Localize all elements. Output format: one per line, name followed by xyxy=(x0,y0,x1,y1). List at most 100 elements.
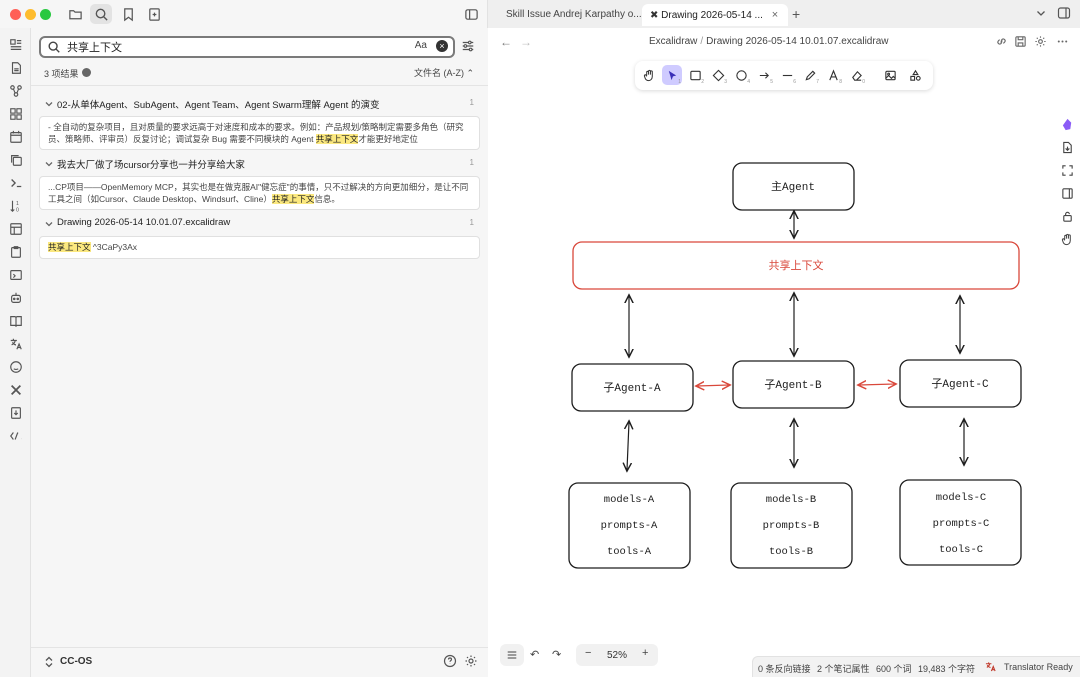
peer-arrow[interactable] xyxy=(859,384,895,385)
new-note-icon[interactable] xyxy=(143,4,165,24)
book-icon[interactable] xyxy=(7,312,24,329)
close-window-button[interactable] xyxy=(10,9,21,20)
translator-icon[interactable] xyxy=(985,661,996,672)
result-header[interactable]: 我去大厂做了场cursor分享也一并分享给大家 1 xyxy=(31,154,488,174)
sub-agent-a-box[interactable] xyxy=(571,363,694,412)
more-tools-icon[interactable] xyxy=(905,65,925,85)
shared-context-label: 共享上下文 xyxy=(769,258,824,272)
search-input[interactable] xyxy=(67,39,387,55)
chevron-updown-icon[interactable] xyxy=(43,656,55,668)
sub-agent-b-box[interactable] xyxy=(732,360,855,409)
search-icon[interactable] xyxy=(90,4,112,24)
zoom-in-button[interactable]: + xyxy=(642,647,649,659)
translate-icon[interactable] xyxy=(7,335,24,352)
zoom-out-button[interactable]: − xyxy=(585,647,592,659)
result-header[interactable]: 02-从单体Agent、SubAgent、Agent Team、Agent Sw… xyxy=(31,94,488,114)
result-snippet[interactable]: 共享上下文 ^3CaPy3Ax xyxy=(39,236,480,259)
line-tool-icon[interactable]: 6 xyxy=(777,65,797,85)
resources-b-box[interactable] xyxy=(730,482,853,569)
gear-icon[interactable] xyxy=(464,654,478,668)
excalidraw-icon[interactable] xyxy=(7,381,24,398)
graph-icon[interactable] xyxy=(7,82,24,99)
back-arrow-icon[interactable]: ← xyxy=(500,35,512,49)
selection-tool-icon[interactable]: 1 xyxy=(662,65,682,85)
panel-icon[interactable] xyxy=(1061,187,1074,200)
download-doc-icon[interactable] xyxy=(7,404,24,421)
result-snippet[interactable]: - 全自动的复杂项目，且对质量的要求远高于对速度和成本的要求。例如：产品规划/策… xyxy=(39,116,480,150)
undo-icon[interactable]: ↶ xyxy=(530,649,540,661)
code-percent-icon[interactable] xyxy=(7,427,24,444)
resources-a-box[interactable] xyxy=(568,482,691,569)
clipboard-icon[interactable] xyxy=(7,243,24,260)
menu-button[interactable] xyxy=(500,644,524,666)
tab-drawing[interactable]: ✖ Drawing 2026-05-14 ... × xyxy=(642,4,788,26)
bookmark-icon[interactable] xyxy=(117,4,139,24)
chevron-down-icon xyxy=(44,158,54,168)
collapse-all-icon[interactable] xyxy=(82,68,91,77)
sidebar-toggle-icon[interactable] xyxy=(460,4,482,24)
export-doc-icon[interactable] xyxy=(1061,141,1074,154)
tab-skill-issue[interactable]: Skill Issue Andrej Karpathy o... xyxy=(498,4,650,26)
peer-arrow[interactable] xyxy=(697,385,729,386)
match-case-toggle[interactable]: Aa xyxy=(414,40,427,51)
rectangle-tool-icon[interactable]: 2 xyxy=(685,65,705,85)
search-settings-icon[interactable] xyxy=(461,39,477,55)
close-tab-icon[interactable]: × xyxy=(771,9,779,21)
canvas-icon[interactable] xyxy=(7,105,24,122)
robot-icon[interactable] xyxy=(7,289,24,306)
settings-icon[interactable] xyxy=(1034,35,1047,48)
sub-agent-c-label: 子Agent-C xyxy=(931,377,989,391)
vault-name[interactable]: CC-OS xyxy=(60,656,93,667)
smile-icon[interactable] xyxy=(7,358,24,375)
image-tool-icon[interactable] xyxy=(880,65,900,85)
translator-status[interactable]: Translator Ready xyxy=(1004,662,1073,672)
folder-icon[interactable] xyxy=(64,4,86,24)
console-icon[interactable] xyxy=(7,266,24,283)
layout-icon[interactable] xyxy=(7,220,24,237)
tool-shortcut: 6 xyxy=(793,79,796,85)
chevron-down-icon[interactable] xyxy=(1035,7,1047,19)
shared-context-box[interactable] xyxy=(572,241,1020,290)
fullscreen-icon[interactable] xyxy=(1061,164,1074,177)
excalidraw-canvas[interactable]: 主Agent 共享上下文 子Agent-A 子Agent-B 子Agent-C … xyxy=(488,100,1080,630)
save-icon[interactable] xyxy=(1014,35,1027,48)
resources-c-box[interactable] xyxy=(899,479,1022,566)
minimize-window-button[interactable] xyxy=(25,9,36,20)
result-snippet[interactable]: ...CP项目——OpenMemory MCP，其实也是在做克服AI"健忘症"的… xyxy=(39,176,480,210)
redo-icon[interactable]: ↷ xyxy=(552,649,562,661)
sub-agent-b-label: 子Agent-B xyxy=(764,378,822,392)
arrow-tool-icon[interactable]: 5 xyxy=(754,65,774,85)
file-explorer-icon[interactable] xyxy=(7,36,24,53)
forward-arrow-icon[interactable]: → xyxy=(520,35,532,49)
hand-icon[interactable] xyxy=(1061,233,1074,246)
diamond-tool-icon[interactable]: 3 xyxy=(708,65,728,85)
link-icon[interactable] xyxy=(995,35,1008,48)
breadcrumb-folder[interactable]: Excalidraw xyxy=(649,36,698,47)
terminal-icon[interactable] xyxy=(7,174,24,191)
pencil-tool-icon[interactable]: 7 xyxy=(800,65,820,85)
eraser-tool-icon[interactable]: 0 xyxy=(846,65,866,85)
connector-arrow[interactable] xyxy=(627,422,629,470)
obsidian-icon[interactable] xyxy=(1061,118,1074,131)
zoom-window-button[interactable] xyxy=(40,9,51,20)
lock-icon[interactable] xyxy=(1061,210,1074,223)
backlinks-count[interactable]: 0 条反向链接 xyxy=(758,664,811,674)
ellipse-tool-icon[interactable]: 4 xyxy=(731,65,751,85)
result-header[interactable]: Drawing 2026-05-14 10.01.07.excalidraw 1 xyxy=(31,214,488,234)
sort-select[interactable]: 文件名 (A-Z) ⌃ xyxy=(413,68,474,78)
text-tool-icon[interactable]: 8 xyxy=(823,65,843,85)
help-icon[interactable] xyxy=(443,654,457,668)
calendar-icon[interactable] xyxy=(7,128,24,145)
breadcrumb-file[interactable]: Drawing 2026-05-14 10.01.07.excalidraw xyxy=(706,36,889,47)
more-options-icon[interactable] xyxy=(1056,35,1069,48)
document-icon[interactable] xyxy=(7,59,24,76)
right-sidebar-toggle-icon[interactable] xyxy=(1057,6,1071,20)
copy-icon[interactable] xyxy=(7,151,24,168)
properties-count[interactable]: 2 个笔记属性 xyxy=(817,664,870,674)
clear-search-button[interactable]: × xyxy=(436,40,448,52)
hand-tool-icon[interactable] xyxy=(639,65,659,85)
zoom-level[interactable]: 52% xyxy=(607,650,628,661)
sub-agent-c-box[interactable] xyxy=(899,359,1022,408)
new-tab-icon[interactable]: + xyxy=(792,6,801,22)
